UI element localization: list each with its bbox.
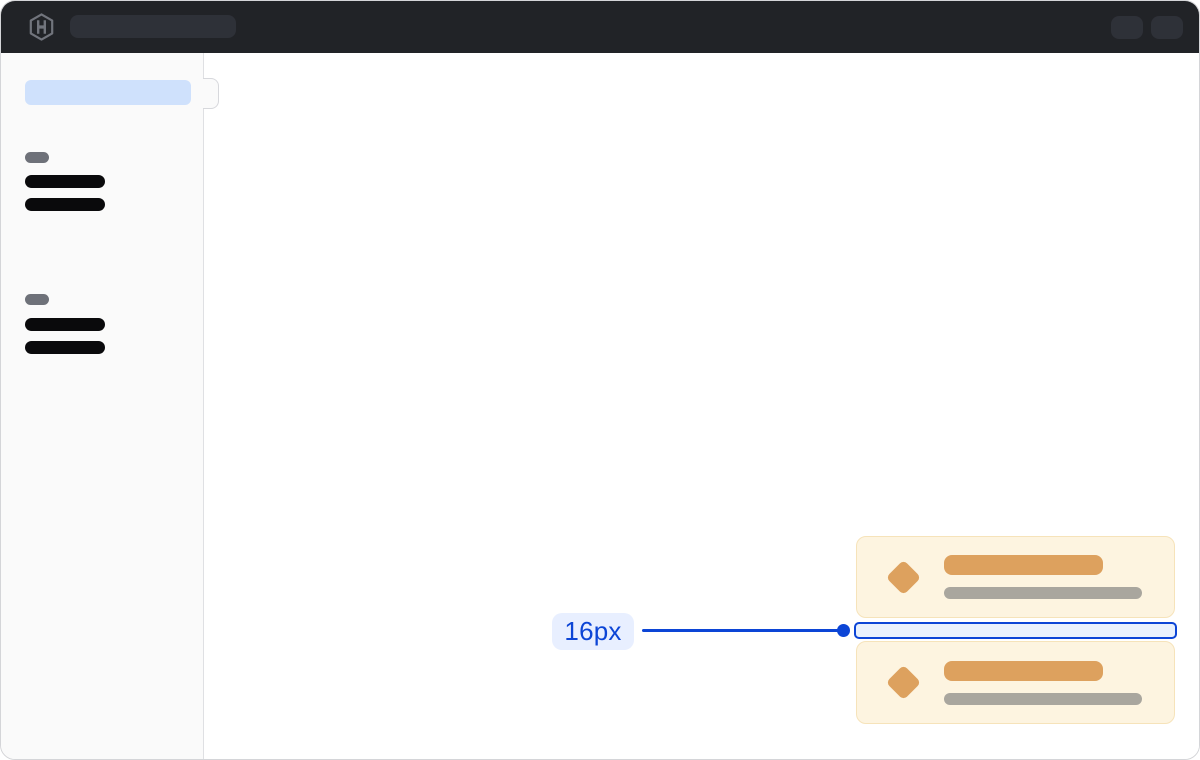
toast-title-skeleton <box>944 660 1103 681</box>
top-navigation-bar <box>1 1 1199 53</box>
toast-description-skeleton <box>944 692 1142 705</box>
toast-title-skeleton <box>944 555 1103 575</box>
toast-content <box>944 660 1142 705</box>
spacing-highlight-rect <box>854 622 1177 639</box>
toast-card <box>856 641 1175 724</box>
dimension-line-dot <box>837 624 850 637</box>
search-bar-skeleton[interactable] <box>70 15 236 38</box>
sidebar-link-skeleton[interactable] <box>25 175 105 188</box>
toast-description-skeleton <box>944 587 1142 599</box>
section-label-skeleton <box>25 152 49 163</box>
toast-card <box>856 536 1175 618</box>
dimension-label: 16px <box>552 613 634 650</box>
sidebar-link-skeleton[interactable] <box>25 198 105 211</box>
section-label-skeleton <box>25 294 49 305</box>
sidebar-link-skeleton[interactable] <box>25 341 105 354</box>
hashicorp-logo-icon <box>29 13 54 41</box>
toast-diamond-icon <box>885 559 921 595</box>
sidebar-link-skeleton[interactable] <box>25 318 105 331</box>
topbar-action-skeleton[interactable] <box>1111 16 1143 39</box>
topbar-action-skeleton[interactable] <box>1151 16 1183 39</box>
dimension-line <box>642 629 839 632</box>
sidebar <box>1 53 204 759</box>
toast-diamond-icon <box>885 664 921 701</box>
sidebar-active-item-skeleton[interactable] <box>25 80 191 105</box>
toast-content <box>944 555 1142 599</box>
sidebar-toggle-button[interactable] <box>203 78 219 109</box>
topbar-actions <box>1111 16 1183 39</box>
